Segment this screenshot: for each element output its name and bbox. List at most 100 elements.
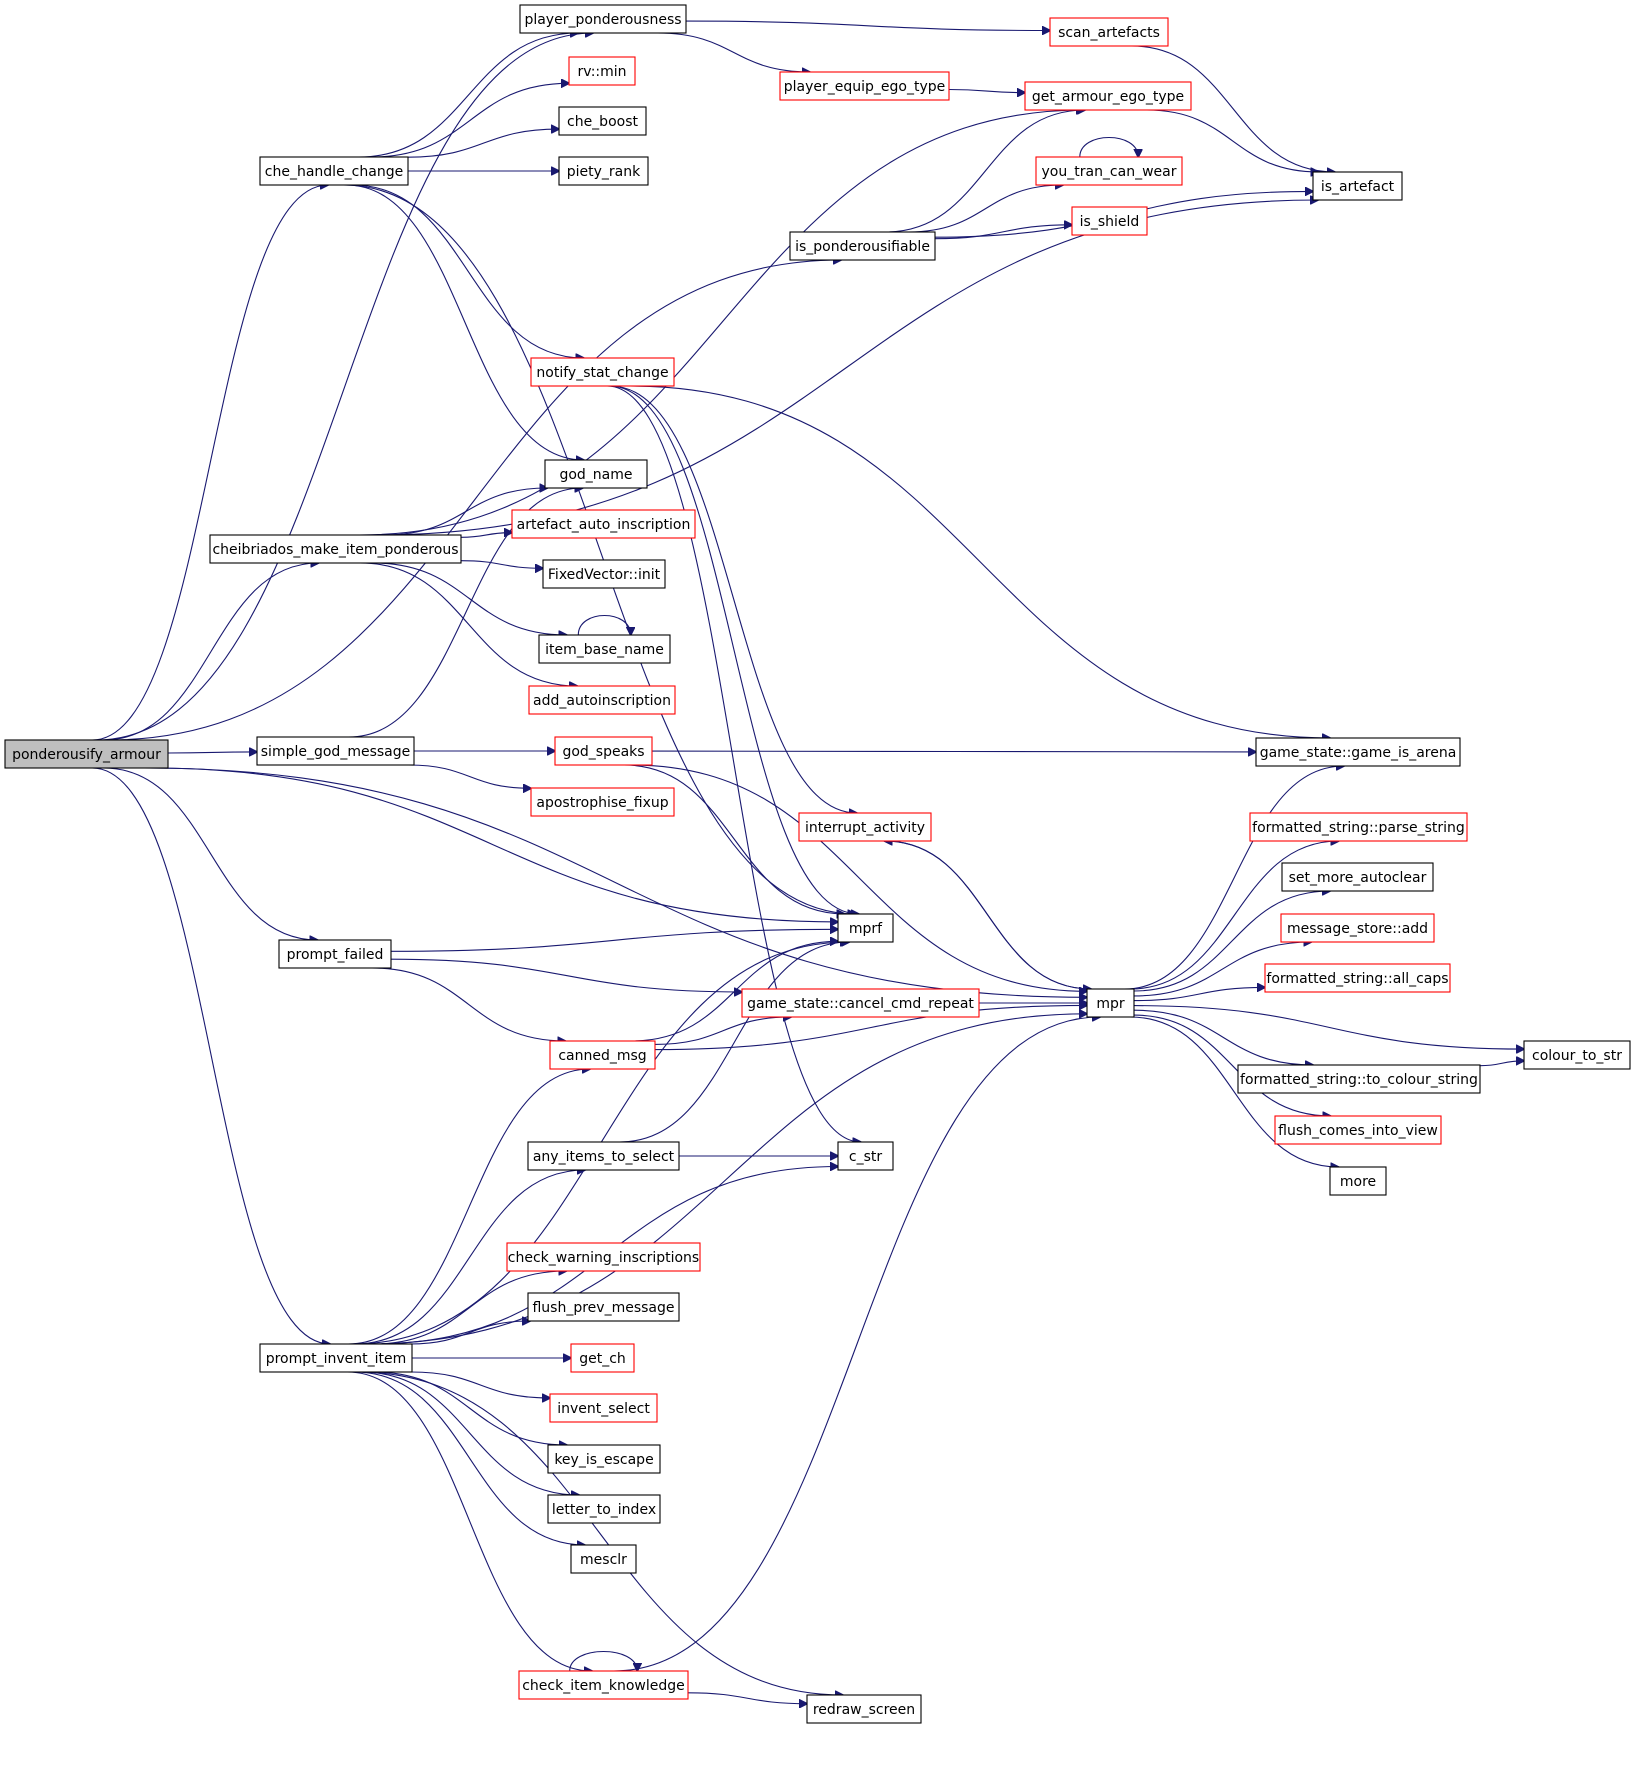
node-label: god_name [559,467,632,483]
node-flush-prev-message[interactable]: flush_prev_message [527,1292,680,1322]
edge-cheibriados_make_item_ponderous-to-item_base_name [373,562,567,635]
edge-mpr-to-more [1129,1016,1339,1167]
node-scan-artefacts[interactable]: scan_artefacts [1049,17,1169,47]
node-game-is-arena[interactable]: game_state::game_is_arena [1255,737,1461,767]
edge-che_handle_change-to-player_ponderousness [358,33,578,158]
node-artefact-auto-inscription[interactable]: artefact_auto_inscription [511,509,696,539]
node-label: mpr [1096,996,1125,1012]
edge-simple_god_message-to-apostrophise_fixup [408,764,531,788]
edge-mpr-to-to_colour_string [1133,1009,1313,1065]
node-label: letter_to_index [552,1502,656,1518]
node-label: mesclr [580,1552,627,1568]
node-redraw-screen[interactable]: redraw_screen [806,1694,922,1724]
node-label: notify_stat_change [536,365,668,381]
node-label: is_ponderousifiable [795,239,930,255]
node-che-handle-change[interactable]: che_handle_change [259,156,409,186]
node-piety-rank[interactable]: piety_rank [558,156,649,186]
edge-scan_artefacts-to-is_artefact [1131,45,1335,172]
node-is-artefact[interactable]: is_artefact [1312,171,1403,201]
edge-prompt_invent_item-to-check_warning_inscriptions [373,1271,566,1345]
node-more[interactable]: more [1329,1166,1387,1196]
node-get-armour-ego-type[interactable]: get_armour_ego_type [1024,81,1192,111]
node-colour-to-str[interactable]: colour_to_str [1523,1040,1631,1070]
node-invent-select[interactable]: invent_select [549,1393,658,1423]
node-mesclr[interactable]: mesclr [570,1544,637,1574]
node-get-ch[interactable]: get_ch [570,1343,635,1373]
node-flush-comes-into-view[interactable]: flush_comes_into_view [1274,1115,1442,1145]
node-prompt-failed[interactable]: prompt_failed [278,939,392,969]
node-set-more-autoclear[interactable]: set_more_autoclear [1281,862,1434,892]
edge-cheibriados_make_item_ponderous-to-add_autoinscription [360,562,577,686]
node-all-caps[interactable]: formatted_string::all_caps [1264,963,1451,993]
node-interrupt-activity[interactable]: interrupt_activity [798,812,932,842]
edge-you_tran_can_wear-to-you_tran_can_wear [1079,137,1138,158]
node-player-equip-ego-type[interactable]: player_equip_ego_type [779,71,950,101]
edge-ponderousify_armour-to-simple_god_message [167,752,257,753]
node-parse-string[interactable]: formatted_string::parse_string [1249,812,1468,842]
node-is-ponderousifiable[interactable]: is_ponderousifiable [789,231,936,261]
node-god-speaks[interactable]: god_speaks [554,736,653,766]
node-label: cheibriados_make_item_ponderous [212,542,458,558]
node-to-colour-string[interactable]: formatted_string::to_colour_string [1237,1064,1481,1094]
node-label: is_shield [1080,214,1140,230]
edge-to_colour_string-to-colour_to_str [1479,1061,1524,1067]
node-fixedvector-init[interactable]: FixedVector::init [542,559,666,589]
node-simple-god-message[interactable]: simple_god_message [256,736,415,766]
edge-cheibriados_make_item_ponderous-to-fixedvector_init [460,560,543,569]
node-label: artefact_auto_inscription [517,517,691,533]
node-mpr[interactable]: mpr [1086,988,1135,1018]
node-label: prompt_invent_item [266,1351,407,1367]
node-che-boost[interactable]: che_boost [558,106,647,136]
node-check-item-knowledge[interactable]: check_item_knowledge [518,1670,689,1700]
edge-che_handle_change-to-notify_stat_change [352,184,584,358]
edge-ponderousify_armour-to-player_ponderousness [96,33,593,741]
edge-che_handle_change-to-mprf [343,184,856,914]
node-label: message_store::add [1287,921,1428,937]
edge-god_speaks-to-mprf [624,764,845,914]
edge-prompt_invent_item-to-flush_prev_message [409,1321,530,1345]
node-label: ponderousify_armour [12,747,161,763]
node-label: che_boost [567,114,638,130]
edge-ponderousify_armour-to-prompt_failed [103,767,318,940]
node-item-base-name[interactable]: item_base_name [538,634,671,664]
edge-mpr-to-flush_comes_into_view [1133,1014,1331,1116]
node-cancel-cmd-repeat[interactable]: game_state::cancel_cmd_repeat [741,988,980,1018]
node-you-tran-can-wear[interactable]: you_tran_can_wear [1035,156,1183,186]
node-letter-to-index[interactable]: letter_to_index [547,1494,661,1524]
edge-prompt_invent_item-to-key_is_escape [373,1371,567,1445]
edge-canned_msg-to-mprf [631,941,839,1042]
node-apostrophise-fixup[interactable]: apostrophise_fixup [530,787,675,817]
edge-ponderousify_armour-to-is_ponderousifiable [107,260,841,741]
node-cheibriados-make-item-ponderous[interactable]: cheibriados_make_item_ponderous [209,534,462,564]
node-message-store-add[interactable]: message_store::add [1280,913,1435,943]
node-check-warning-inscriptions[interactable]: check_warning_inscriptions [506,1242,701,1272]
edge-simple_god_message-to-god_name [348,488,583,738]
edge-prompt_failed-to-cancel_cmd_repeat [390,958,742,992]
node-prompt-invent-item[interactable]: prompt_invent_item [259,1343,413,1373]
edge-check_item_knowledge-to-mpr [613,1017,1100,1672]
node-ponderousify-armour[interactable]: ponderousify_armour [4,739,169,769]
node-add-autoinscription[interactable]: add_autoinscription [528,685,676,715]
edge-prompt_failed-to-mprf [390,929,838,952]
node-key-is-escape[interactable]: key_is_escape [547,1444,661,1474]
node-god-name[interactable]: god_name [544,459,648,489]
node-any-items-to-select[interactable]: any_items_to_select [527,1141,680,1171]
edge-mpr-to-all_caps [1133,987,1265,1002]
edge-mpr-to-set_more_autoclear [1133,891,1330,992]
node-label: formatted_string::to_colour_string [1240,1072,1478,1088]
edge-che_handle_change-to-che_boost [407,129,559,158]
edge-check_item_knowledge-to-redraw_screen [687,1692,807,1704]
edge-canned_msg-to-cancel_cmd_repeat [654,1017,791,1045]
edge-che_handle_change-to-god_name [346,184,584,460]
edge-god_speaks-to-mpr [631,764,1087,991]
node-c-str[interactable]: c_str [837,1141,894,1171]
edge-player_equip_ego_type-to-get_armour_ego_type [948,90,1025,93]
node-rv-min[interactable]: rv::min [568,56,636,86]
edge-mpr-to-colour_to_str [1133,1005,1524,1050]
node-is-shield[interactable]: is_shield [1071,206,1148,236]
node-notify-stat-change[interactable]: notify_stat_change [530,357,675,387]
node-canned-msg[interactable]: canned_msg [549,1040,656,1070]
node-mprf[interactable]: mprf [837,913,894,943]
node-player-ponderousness[interactable]: player_ponderousness [519,4,687,34]
node-label: player_equip_ego_type [784,79,946,95]
